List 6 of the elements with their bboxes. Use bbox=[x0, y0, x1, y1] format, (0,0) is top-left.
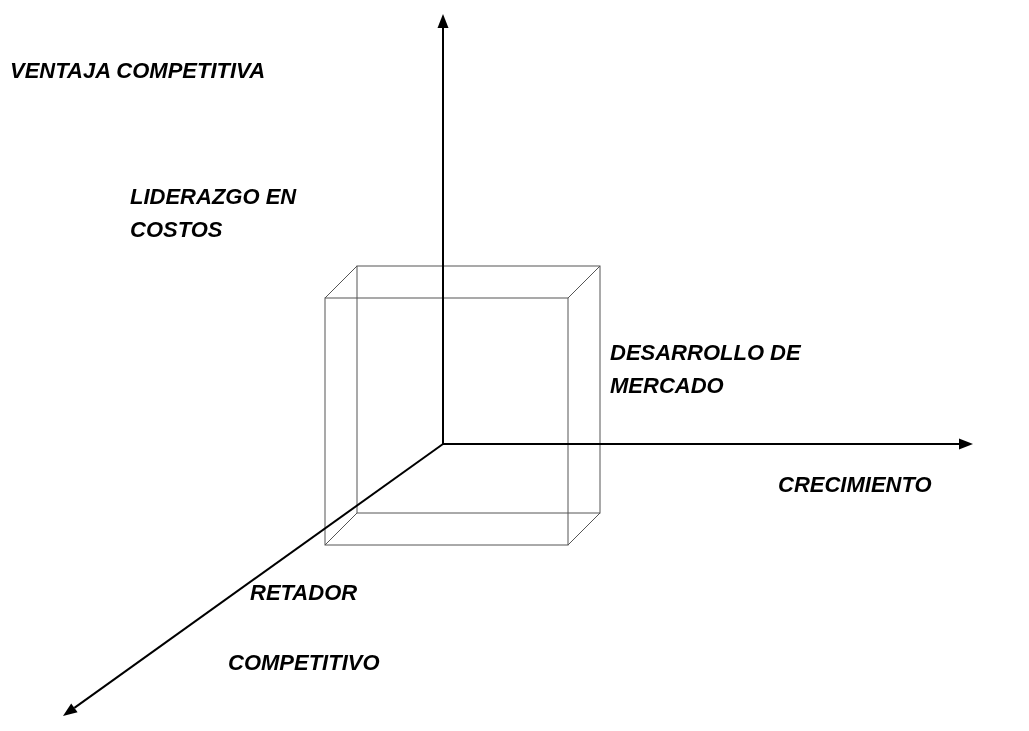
axis-label: DESARROLLO DE MERCADO bbox=[610, 339, 802, 400]
axis-label: RETADOR bbox=[250, 579, 359, 607]
axis-label: CRECIMIENTO bbox=[778, 471, 933, 499]
axis-label: COMPETITIVO bbox=[228, 649, 381, 677]
axis-label: VENTAJA COMPETITIVA bbox=[10, 57, 267, 85]
axis-label: LIDERAZGO EN COSTOS bbox=[130, 183, 298, 244]
